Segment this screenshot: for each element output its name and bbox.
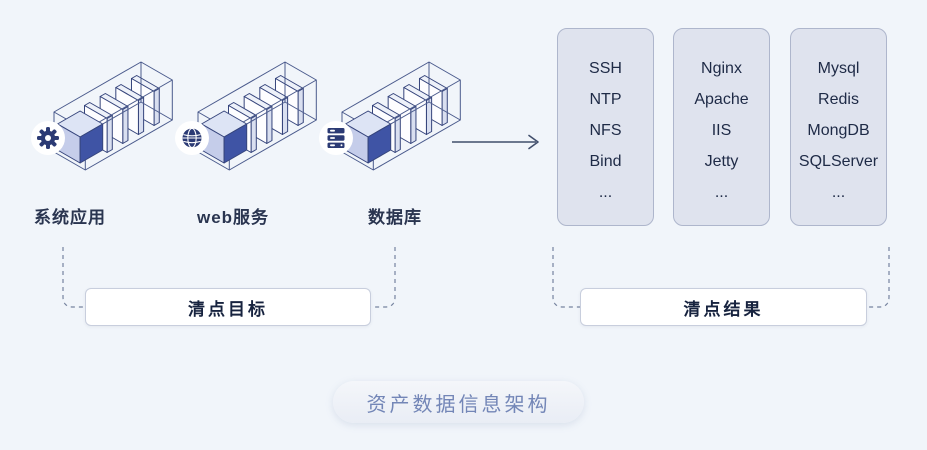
result-card-system-services: SSH NTP NFS Bind ... [557,28,654,226]
service-item: NFS [589,122,622,139]
result-card-web-services: Nginx Apache IIS Jetty ... [673,28,770,226]
server-icon [319,121,353,155]
gear-icon [31,121,65,155]
service-item: Redis [818,91,859,108]
source-label-database: 数据库 [368,208,422,227]
service-item: Jetty [704,153,739,170]
server-stack-illustration [175,60,334,200]
source-label-web-services: web服务 [196,208,270,227]
server-stack-illustration [31,60,190,200]
service-item: Bind [589,153,622,170]
service-item: ... [831,184,846,201]
server-stack-illustration [319,60,478,200]
globe-icon [175,121,209,155]
arrow-right-icon [452,134,539,150]
bracket-result [552,247,890,308]
service-item: MongDB [807,122,870,139]
service-item: Nginx [701,60,742,77]
service-item: SSH [589,60,622,77]
bracket-target [62,247,396,308]
diagram-caption-pill: 资产数据信息架构 [333,381,584,423]
service-item: IIS [711,122,732,139]
service-item: ... [598,184,613,201]
service-item: Mysql [817,60,860,77]
inventory-target-box: 清点目标 [85,288,371,326]
service-item: NTP [589,91,622,108]
inventory-result-box: 清点结果 [580,288,867,326]
result-card-databases: Mysql Redis MongDB SQLServer ... [790,28,887,226]
source-label-system-apps: 系统应用 [34,208,106,227]
service-item: ... [714,184,729,201]
service-item: SQLServer [798,153,879,170]
service-item: Apache [694,91,749,108]
